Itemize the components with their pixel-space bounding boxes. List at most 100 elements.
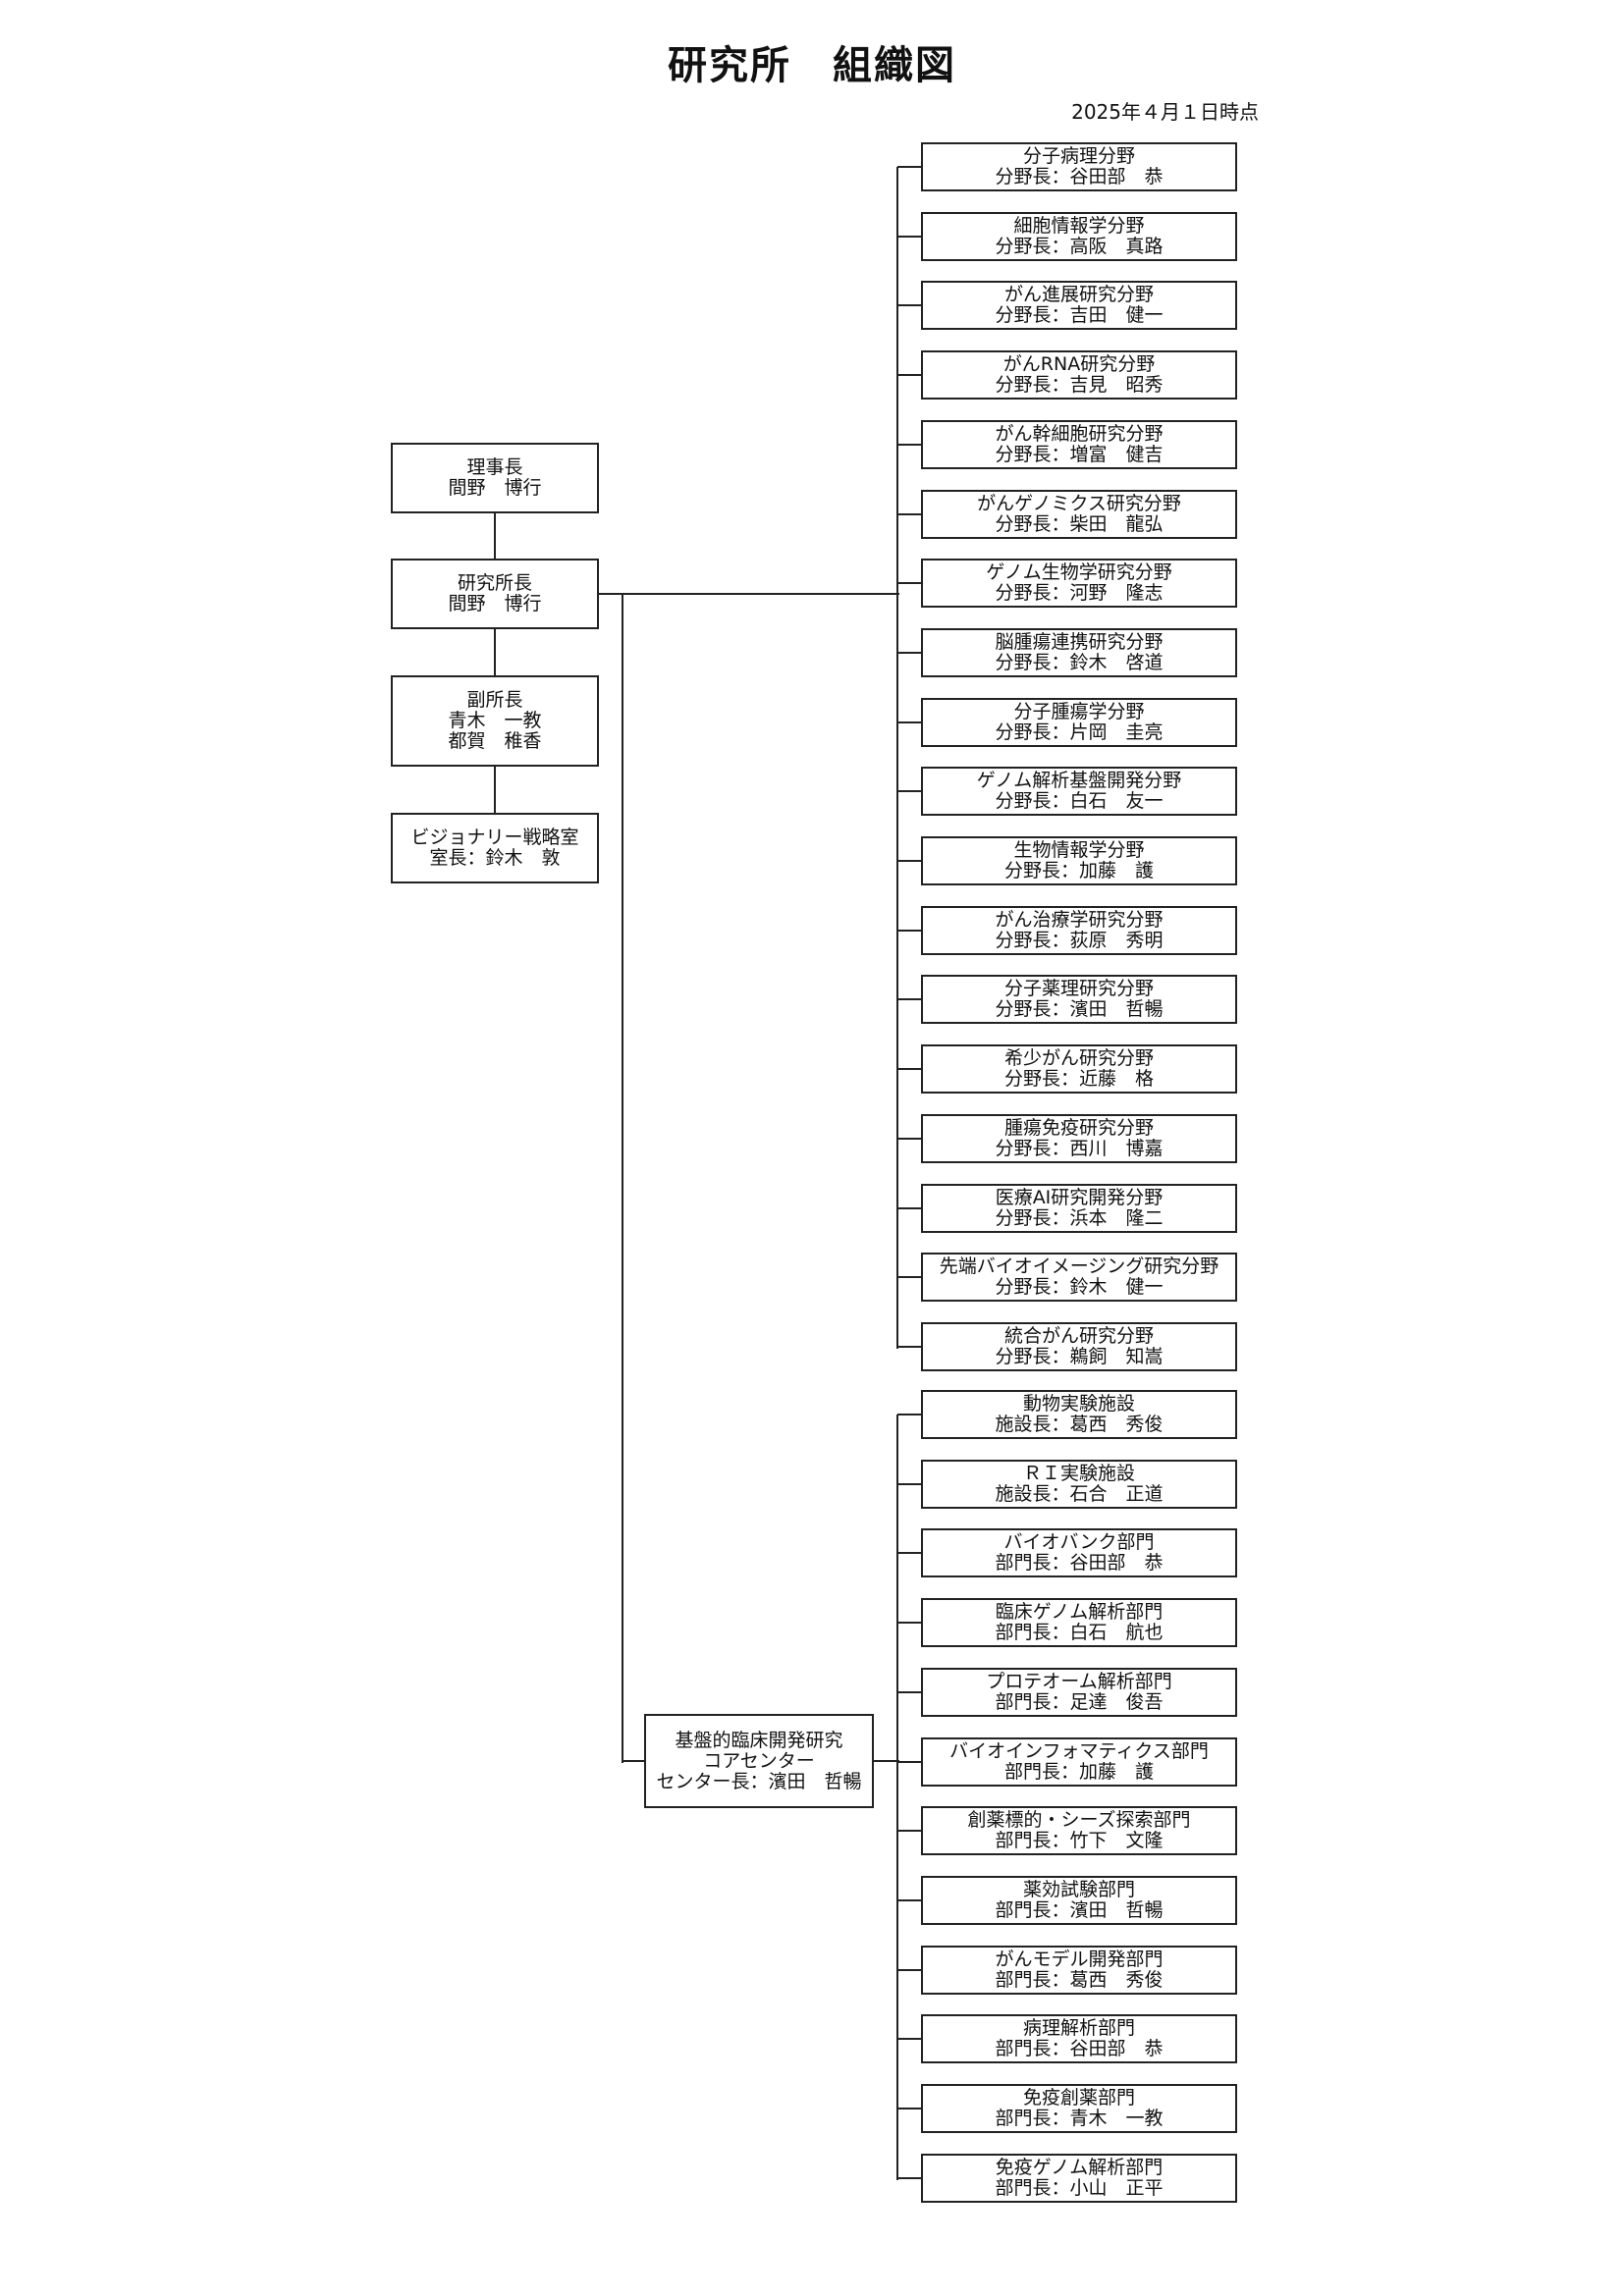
vice-director-box-line-1: 副所長 (466, 689, 523, 711)
research-field-box-line-2: 分野長：吉田 健一 (995, 304, 1164, 326)
core-unit-box-line-1: 動物実験施設 (1022, 1393, 1135, 1415)
core-unit-box: プロテオーム解析部門部門長：足達 俊吾 (921, 1668, 1237, 1717)
core-unit-box: 動物実験施設施設長：葛西 秀俊 (921, 1390, 1237, 1439)
research-field-box-line-2: 分野長：片岡 圭亮 (995, 721, 1164, 743)
core-unit-box-line-2: 施設長：石合 正道 (995, 1483, 1164, 1505)
core-unit-box: バイオバンク部門部門長：谷田部 恭 (921, 1528, 1237, 1577)
director-box: 研究所長間野 博行 (391, 559, 599, 629)
page-title: 研究所 組織図 (668, 43, 956, 88)
research-field-box-line-2: 分野長：高阪 真路 (995, 236, 1164, 257)
core-unit-box: 免疫創薬部門部門長：青木 一教 (921, 2084, 1237, 2133)
core-unit-box-line-2: 部門長：谷田部 恭 (995, 2038, 1164, 2059)
unit-branch-line (897, 1969, 923, 1971)
field-branch-line (897, 374, 923, 376)
research-field-box: 分子薬理研究分野分野長：濱田 哲暢 (921, 975, 1237, 1024)
research-field-box-line-1: がん治療学研究分野 (995, 909, 1164, 931)
visionary-office-box: ビジョナリー戦略室室長：鈴木 敦 (391, 813, 599, 883)
unit-branch-line (897, 1414, 923, 1415)
unit-branch-line (897, 1483, 923, 1485)
core-unit-box-line-2: 部門長：葛西 秀俊 (995, 1969, 1164, 1991)
core-unit-box: 創薬標的・シーズ探索部門部門長：竹下 文隆 (921, 1806, 1237, 1855)
research-field-box-line-1: がん幹細胞研究分野 (995, 423, 1164, 445)
research-field-box: 脳腫瘍連携研究分野分野長：鈴木 啓道 (921, 628, 1237, 677)
core-unit-box-line-1: 創薬標的・シーズ探索部門 (967, 1809, 1191, 1831)
research-field-box-line-1: ゲノム解析基盤開発分野 (976, 770, 1182, 791)
research-field-box-line-2: 分野長：鈴木 啓道 (995, 652, 1164, 673)
research-field-box-line-1: 希少がん研究分野 (1003, 1047, 1154, 1069)
core-unit-box: 病理解析部門部門長：谷田部 恭 (921, 2014, 1237, 2063)
vice-director-box: 副所長青木 一教都賀 稚香 (391, 675, 599, 767)
research-field-box-line-2: 分野長：増富 健吉 (995, 444, 1164, 465)
director-to-fields-line (599, 593, 899, 595)
unit-branch-line (897, 2038, 923, 2040)
chairman-box-line-2: 間野 博行 (448, 477, 542, 499)
research-field-box-line-1: 統合がん研究分野 (1003, 1325, 1154, 1347)
core-unit-box-line-2: 部門長：谷田部 恭 (995, 1552, 1164, 1574)
core-unit-box-line-1: がんモデル開発部門 (995, 1949, 1164, 1970)
core-unit-box-line-1: ＲＩ実験施設 (1022, 1463, 1135, 1484)
field-branch-line (897, 1346, 923, 1348)
research-field-box-line-2: 分野長：浜本 隆二 (995, 1207, 1164, 1229)
core-center-box: 基盤的臨床開発研究コアセンターセンター長：濱田 哲暢 (644, 1714, 874, 1808)
field-branch-line (897, 582, 923, 584)
director-box-line-2: 間野 博行 (448, 593, 542, 614)
research-field-box-line-2: 分野長：加藤 護 (1003, 860, 1154, 881)
core-unit-box-line-1: 免疫創薬部門 (1022, 2087, 1135, 2109)
chain-connector (494, 629, 496, 677)
research-field-box: 分子腫瘍学分野分野長：片岡 圭亮 (921, 698, 1237, 747)
core-unit-box-line-2: 部門長：白石 航也 (995, 1622, 1164, 1643)
research-field-box-line-1: ゲノム生物学研究分野 (986, 561, 1172, 583)
field-branch-line (897, 790, 923, 792)
field-branch-line (897, 1276, 923, 1278)
core-unit-box-line-1: 免疫ゲノム解析部門 (995, 2157, 1164, 2178)
chairman-box: 理事長間野 博行 (391, 443, 599, 513)
unit-branch-line (897, 1761, 923, 1763)
unit-branch-line (897, 2177, 923, 2179)
research-field-box-line-2: 分野長：河野 隆志 (995, 582, 1164, 604)
unit-branch-line (897, 1899, 923, 1901)
core-unit-box-line-1: バイオバンク部門 (1003, 1531, 1155, 1553)
core-unit-box: 薬効試験部門部門長：濱田 哲暢 (921, 1876, 1237, 1925)
research-field-box-line-2: 分野長：近藤 格 (1003, 1068, 1154, 1090)
research-field-box: 医療AI研究開発分野分野長：浜本 隆二 (921, 1184, 1237, 1233)
core-unit-box-line-1: 病理解析部門 (1022, 2017, 1135, 2039)
core-unit-box-line-2: 部門長：足達 俊吾 (995, 1691, 1164, 1713)
core-unit-box: がんモデル開発部門部門長：葛西 秀俊 (921, 1946, 1237, 1995)
core-units-bus (896, 1415, 898, 2180)
core-center-box-line-1: 基盤的臨床開発研究 (675, 1729, 843, 1751)
research-field-box-line-2: 分野長：鈴木 健一 (995, 1276, 1164, 1298)
field-branch-line (897, 652, 923, 654)
research-field-box-line-1: 分子薬理研究分野 (1003, 978, 1154, 999)
core-unit-box-line-2: 部門長：加藤 護 (1003, 1761, 1154, 1783)
research-field-box-line-1: 脳腫瘍連携研究分野 (995, 631, 1164, 653)
research-field-box: 先端バイオイメージング研究分野分野長：鈴木 健一 (921, 1253, 1237, 1302)
core-unit-box-line-2: 施設長：葛西 秀俊 (995, 1414, 1164, 1435)
core-center-box-line-2: コアセンター (703, 1749, 815, 1772)
director-box-line-1: 研究所長 (457, 572, 532, 594)
core-unit-box-line-2: 部門長：小山 正平 (995, 2177, 1164, 2199)
core-unit-box: バイオインフォマティクス部門部門長：加藤 護 (921, 1737, 1237, 1787)
unit-branch-line (897, 2108, 923, 2109)
vice-director-box-line-3: 都賀 稚香 (448, 730, 542, 752)
research-field-box-line-2: 分野長：谷田部 恭 (995, 166, 1164, 187)
core-unit-box: ＲＩ実験施設施設長：石合 正道 (921, 1460, 1237, 1509)
field-branch-line (897, 304, 923, 306)
research-field-box-line-1: がんゲノミクス研究分野 (977, 493, 1181, 514)
research-field-box-line-1: 先端バイオイメージング研究分野 (939, 1255, 1219, 1277)
core-unit-box-line-1: バイオインフォマティクス部門 (949, 1740, 1209, 1762)
research-field-box: 統合がん研究分野分野長：鵜飼 知嵩 (921, 1322, 1237, 1371)
research-field-box-line-1: 生物情報学分野 (1013, 839, 1145, 861)
field-branch-line (897, 1138, 923, 1140)
as-of-date: 2025年４月１日時点 (1071, 100, 1259, 124)
unit-branch-line (897, 1552, 923, 1554)
research-field-box-line-1: 分子病理分野 (1022, 145, 1135, 167)
research-field-box: ゲノム解析基盤開発分野分野長：白石 友一 (921, 767, 1237, 816)
chairman-box-line-1: 理事長 (466, 456, 523, 478)
research-field-box: 生物情報学分野分野長：加藤 護 (921, 836, 1237, 885)
research-fields-bus (896, 167, 898, 1349)
research-field-box: 分子病理分野分野長：谷田部 恭 (921, 142, 1237, 191)
research-field-box-line-2: 分野長：白石 友一 (995, 790, 1164, 812)
field-branch-line (897, 1207, 923, 1209)
field-branch-line (897, 166, 923, 168)
